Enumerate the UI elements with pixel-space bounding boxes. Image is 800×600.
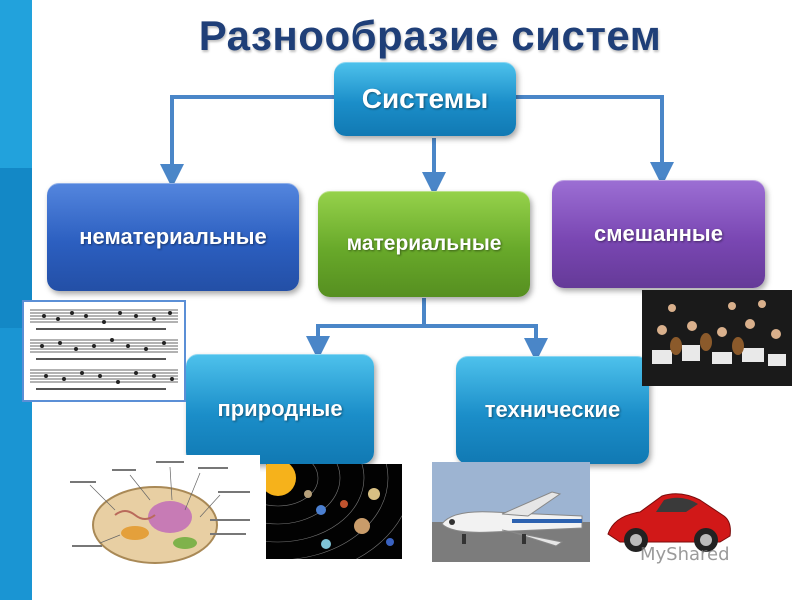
biological-cell-image [60,455,260,570]
arrow-to-nonmaterial [172,97,334,176]
watermark-logo: MyShared [640,544,730,565]
node-nonmaterial: нематериальные [47,183,299,291]
arrow-to-technical [424,326,536,350]
solar-system-image [266,464,402,559]
orchestra-image [642,290,792,386]
arrow-to-natural [318,326,424,348]
node-systems: Системы [334,62,516,136]
sheet-music-image [22,300,186,402]
node-technical: технические [456,356,649,464]
airplane-image [432,462,590,562]
node-natural: природные [186,354,374,464]
node-mixed: смешанные [552,180,765,288]
arrow-to-mixed [516,97,662,174]
node-material: материальные [318,191,530,297]
